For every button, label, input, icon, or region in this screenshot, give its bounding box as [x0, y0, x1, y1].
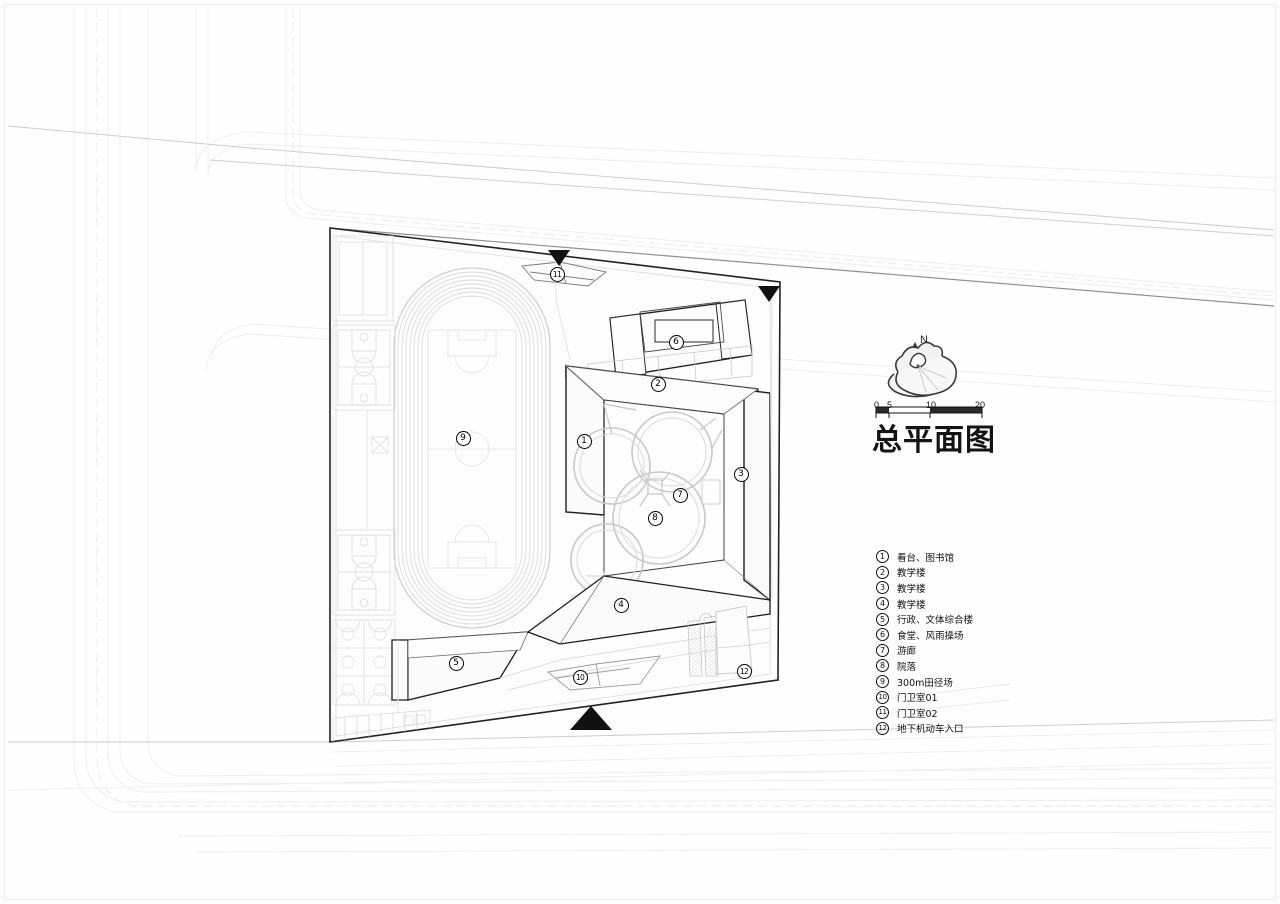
legend-number-icon: 6 — [876, 628, 889, 642]
scale-bar-labels: 0 5 10 20 — [872, 400, 986, 414]
legend: 1 看台、图书馆 2 教学楼 3 教学楼 4 教学楼 5 行政、文体综合楼 6 … — [876, 549, 1106, 736]
legend-item-12: 12 地下机动车入口 — [876, 721, 1106, 737]
page-title: 总平面图 — [872, 423, 996, 458]
legend-number-icon: 10 — [876, 690, 889, 704]
legend-item-3: 3 教学楼 — [876, 580, 1106, 596]
legend-number-icon: 1 — [876, 550, 889, 564]
small-courts-grid — [332, 619, 396, 706]
west-service-path — [332, 410, 389, 530]
context-secondary-roads — [7, 729, 1275, 791]
legend-number-icon: 7 — [876, 643, 889, 657]
basketball-court-south — [332, 529, 396, 616]
scale-tick-20: 20 — [975, 400, 986, 410]
legend-number-icon: 11 — [876, 706, 889, 720]
context-road-centerlines — [96, 8, 1275, 807]
plan-marker-5: 5 — [448, 655, 464, 671]
legend-item-label: 门卫室02 — [897, 708, 938, 720]
gatehouse-10 — [546, 655, 661, 691]
plan-marker-7: 7 — [672, 487, 688, 503]
legend-item-10: 10 门卫室01 — [876, 689, 1106, 705]
plan-marker-9: 9 — [455, 430, 471, 446]
legend-number-icon: 5 — [876, 612, 889, 626]
legend-item-11: 11 门卫室02 — [876, 705, 1106, 721]
north-street-edge — [329, 227, 1275, 307]
plan-marker-3: 3 — [733, 466, 749, 482]
legend-number-icon: 12 — [876, 721, 889, 735]
running-track-300m — [397, 271, 547, 625]
legend-item-label: 行政、文体综合楼 — [897, 615, 974, 627]
scale-tick-10: 10 — [926, 400, 937, 410]
entrance-arrow-north-west — [548, 250, 570, 266]
legend-item-label: 教学楼 — [897, 599, 926, 611]
scale-tick-5: 5 — [887, 400, 893, 410]
entrance-arrow-north-east — [758, 286, 780, 302]
plan-marker-12: 12 — [736, 663, 752, 679]
north-street-edge-2 — [209, 159, 1275, 237]
north-arrow: N — [872, 330, 1082, 400]
legend-item-label: 地下机动车入口 — [897, 724, 964, 736]
entrance-arrow-south — [570, 706, 612, 730]
north-arrow-graphic — [887, 341, 958, 398]
legend-item-4: 4 教学楼 — [876, 596, 1106, 612]
title-block: N 0 5 10 20 总平面图 — [872, 330, 1082, 456]
plan-marker-4: 4 — [613, 597, 629, 613]
soccer-pitch — [427, 329, 517, 569]
legend-number-icon: 3 — [876, 581, 889, 595]
legend-item-5: 5 行政、文体综合楼 — [876, 611, 1106, 627]
legend-number-icon: 4 — [876, 597, 889, 611]
legend-item-label: 院落 — [897, 661, 917, 673]
stray-context-lines — [875, 683, 1011, 715]
plan-marker-1: 1 — [576, 433, 592, 449]
legend-number-icon: 2 — [876, 565, 889, 579]
legend-item-label: 食堂、风雨操场 — [897, 630, 964, 642]
legend-item-label: 300m田径场 — [897, 677, 953, 689]
legend-item-label: 教学楼 — [897, 583, 926, 595]
plan-marker-11: 11 — [549, 266, 565, 282]
basketball-court-north — [332, 324, 396, 411]
legend-number-icon: 9 — [876, 675, 889, 689]
legend-item-label: 游廊 — [897, 646, 917, 658]
sports-court-block-north — [332, 235, 394, 322]
legend-item-9: 9 300m田径场 — [876, 674, 1106, 690]
track-outer-kerb — [393, 267, 551, 629]
legend-item-2: 2 教学楼 — [876, 565, 1106, 581]
plan-marker-2: 2 — [650, 376, 666, 392]
scale-bar-graphic — [875, 406, 983, 418]
plan-marker-6: 6 — [668, 334, 684, 350]
legend-item-8: 8 院落 — [876, 658, 1106, 674]
underground-vehicle-entrance-12 — [687, 605, 753, 677]
legend-item-7: 7 游廊 — [876, 643, 1106, 659]
plan-marker-8: 8 — [647, 510, 663, 526]
legend-number-icon: 8 — [876, 659, 889, 673]
building-4-teaching-spine — [526, 575, 771, 645]
plan-marker-10: 10 — [572, 669, 588, 685]
building-3-teaching — [743, 389, 771, 602]
legend-item-6: 6 食堂、风雨操场 — [876, 627, 1106, 643]
legend-item-label: 看台、图书馆 — [897, 552, 955, 564]
scale-tick-0: 0 — [874, 400, 880, 410]
legend-item-label: 门卫室01 — [897, 693, 938, 705]
legend-item-1: 1 看台、图书馆 — [876, 549, 1106, 565]
legend-item-label: 教学楼 — [897, 568, 926, 580]
north-label: N — [920, 334, 928, 346]
